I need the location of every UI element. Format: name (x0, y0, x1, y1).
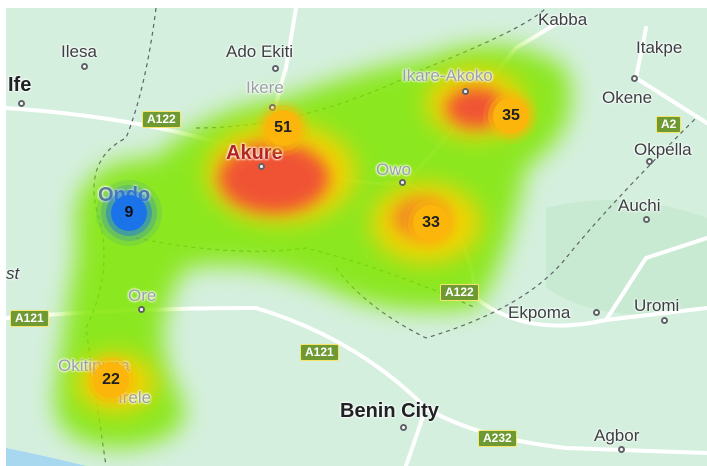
place-label-ikere: Ikere (246, 78, 284, 97)
cluster-count: 51 (265, 110, 301, 146)
place-label-ekpoma: Ekpoma (508, 303, 571, 322)
place-label-ilesa: Ilesa (61, 42, 97, 61)
town-dot (631, 75, 638, 82)
cluster-marker-owo[interactable]: 33 (408, 200, 454, 246)
town-dot (400, 424, 407, 431)
cluster-count: 22 (93, 362, 129, 398)
cluster-count: 35 (493, 98, 529, 134)
cluster-marker-ikare[interactable]: 35 (488, 93, 534, 139)
town-dot (138, 306, 145, 313)
town-dot (593, 309, 600, 316)
road-shield: A122 (142, 111, 181, 128)
town-dot (18, 100, 25, 107)
place-label-benin-city: Benin City (340, 400, 439, 422)
place-label-uromi: Uromi (634, 296, 680, 315)
place-label-owo: Owo (376, 160, 411, 179)
town-dot (81, 63, 88, 70)
place-label-ore: Ore (128, 286, 157, 305)
town-dot (399, 179, 406, 186)
place-label-ado-ekiti: Ado Ekiti (226, 42, 294, 61)
place-label-ikare-akoko: Ikare-Akoko (402, 66, 493, 85)
town-dot (462, 88, 469, 95)
place-label-okene: Okene (602, 88, 653, 107)
town-dot (661, 317, 668, 324)
place-label-agbor: Agbor (594, 426, 640, 445)
road-shield: A2 (656, 116, 682, 133)
cluster-marker-okitipupa[interactable]: 22 (88, 357, 134, 403)
cluster-count: 9 (111, 195, 147, 231)
road-shield: A121 (300, 344, 339, 361)
map-canvas[interactable]: Kabba Ilesa Ado Ekiti Itakpe Ife Ikere I… (6, 8, 707, 466)
road-shield: A232 (478, 430, 517, 447)
town-dot (643, 216, 650, 223)
town-dot (269, 104, 276, 111)
place-label-auchi: Auchi (618, 196, 661, 215)
place-label-ife: Ife (8, 74, 32, 96)
road-shield: A121 (10, 310, 49, 327)
town-dot (272, 65, 279, 72)
place-label-st: st (6, 264, 20, 283)
place-label-okpella: Okpella (634, 140, 692, 159)
place-label-itakpe: Itakpe (636, 38, 683, 57)
place-label-irele: Irele (118, 388, 152, 407)
cluster-count: 33 (413, 205, 449, 241)
town-dot (646, 158, 653, 165)
town-dot (618, 446, 625, 453)
place-label-akure: Akure (226, 142, 283, 164)
cluster-marker-akure[interactable]: 51 (260, 105, 306, 151)
place-label-kabba: Kabba (538, 10, 588, 29)
water-area (6, 448, 86, 466)
town-dot (258, 163, 265, 170)
cluster-marker-ondo[interactable]: 9 (106, 190, 152, 236)
road-shield: A122 (440, 284, 479, 301)
